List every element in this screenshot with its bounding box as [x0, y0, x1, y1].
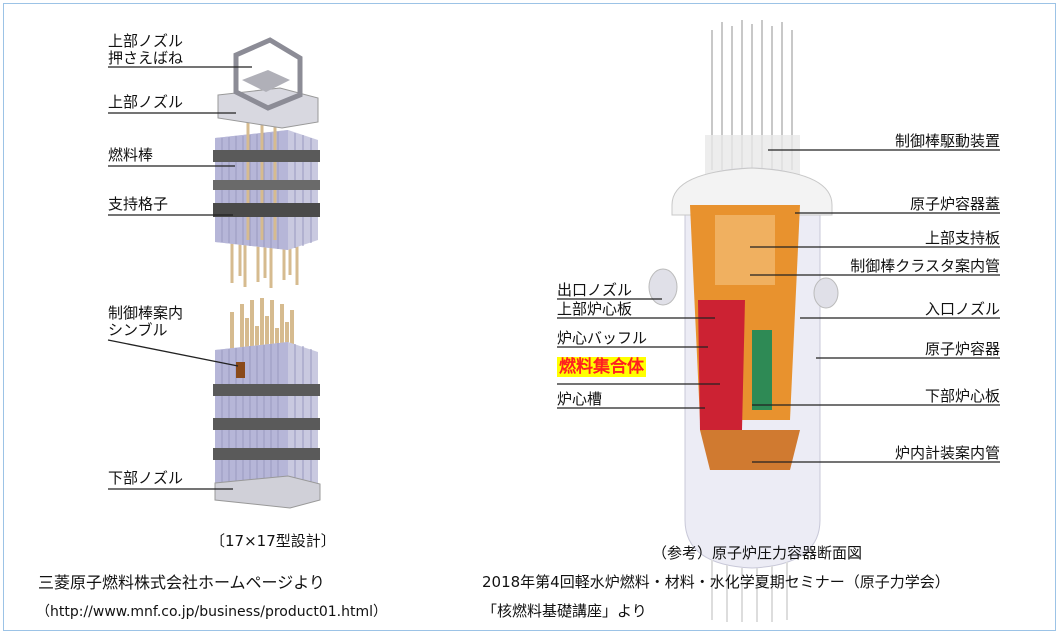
core-barrel-green — [752, 330, 772, 410]
label-support-grid: 支持格子 — [108, 195, 169, 213]
top-nozzle-top — [242, 70, 290, 92]
inlet-nozzle-shape — [813, 277, 839, 309]
label-upper-support-plate: 上部支持板 — [924, 229, 1000, 247]
label-top-nozzle: 上部ノズル — [108, 93, 184, 111]
left-leader-lines — [107, 66, 252, 490]
label-control-rod-guide-thimble: 制御棒案内 シンブル — [108, 304, 184, 339]
label-bottom-nozzle: 下部ノズル — [108, 469, 184, 487]
caption-title-right: （参考）原子炉圧力容器断面図 — [652, 544, 863, 562]
top-nozzle-spring — [233, 37, 303, 111]
grid-1 — [213, 150, 320, 162]
label-outlet-nozzle: 出口ノズル — [557, 281, 633, 299]
reactor-vessel — [648, 20, 839, 622]
label-rcca-guide-tube: 制御棒クラスタ案内管 — [850, 257, 1000, 275]
caption-source-right-2: 「核燃料基礎講座」より — [482, 602, 647, 620]
label-core-baffle: 炉心バッフル — [557, 329, 648, 347]
grid-3 — [213, 203, 320, 217]
lower-grid-3 — [213, 448, 320, 460]
vessel-head — [671, 167, 833, 216]
fuel-assemblies — [698, 300, 745, 430]
lower-fuel-assembly — [213, 298, 321, 509]
caption-design: 〔17×17型設計〕 — [210, 532, 336, 550]
guide-tubes-upper — [246, 110, 277, 240]
label-vessel-head: 原子炉容器蓋 — [909, 195, 1000, 213]
bottom-nozzle-block — [214, 475, 321, 509]
figure-frame — [3, 3, 1056, 631]
grid-2 — [213, 180, 320, 190]
highlight-fuel-assembly: 燃料集合体 — [557, 357, 646, 377]
incore-thimbles — [711, 560, 788, 622]
caption-source-left: 三菱原子燃料株式会社ホームページより — [38, 573, 325, 592]
label-top-nozzle-spring: 上部ノズル 押さえばね — [108, 32, 184, 67]
upper-fuel-assembly — [213, 37, 320, 288]
lower-internals — [700, 430, 800, 470]
label-crdm: 制御棒駆動装置 — [894, 132, 1000, 150]
outlet-nozzle-shape — [648, 268, 678, 306]
label-core-barrel: 炉心槽 — [557, 390, 603, 408]
caption-url: （http://www.mnf.co.jp/business/product01… — [36, 604, 387, 620]
lower-grid-1 — [213, 384, 320, 396]
caption-source-right-1: 2018年第4回軽水炉燃料・材料・水化学夏期セミナー（原子力学会） — [482, 573, 950, 591]
lower-grid-2 — [213, 418, 320, 430]
label-fuel-assembly: 燃料集合体 — [557, 357, 646, 377]
label-upper-core-plate: 上部炉心板 — [557, 300, 633, 318]
control-rod-element — [236, 362, 245, 378]
label-fuel-rod: 燃料棒 — [108, 146, 154, 164]
label-inlet-nozzle: 入口ノズル — [924, 300, 1000, 318]
guide-thimbles — [230, 298, 294, 350]
label-reactor-vessel: 原子炉容器 — [924, 340, 1000, 358]
upper-support — [715, 215, 775, 285]
label-incore-instrument-guide: 炉内計装案内管 — [894, 444, 1000, 462]
label-lower-core-plate: 下部炉心板 — [924, 387, 1000, 405]
right-leader-lines — [557, 149, 1000, 463]
